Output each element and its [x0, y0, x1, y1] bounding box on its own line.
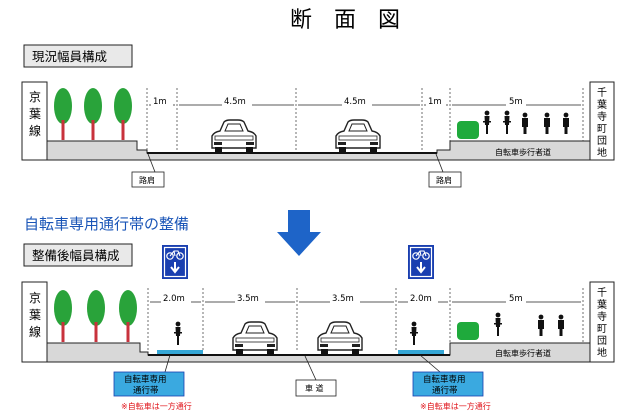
current-label: 現況幅員構成	[32, 49, 107, 64]
danchi-char-3: 寺	[597, 311, 607, 323]
bike-lane-right-callout	[412, 371, 484, 397]
keiyo-line-block	[21, 281, 48, 363]
car-icon	[335, 119, 381, 153]
tree-icon	[54, 290, 72, 342]
danchi-char-2: 葉	[597, 298, 607, 311]
danchi-char-1: 千	[597, 287, 607, 299]
dim-4: 2.0m	[410, 294, 432, 304]
shoulder-right-label: 路肩	[436, 175, 452, 185]
diagram-title: 断 面 図	[290, 8, 400, 33]
tree-icon	[87, 290, 105, 342]
keiyo-char-1: 京	[29, 291, 41, 305]
pedestrian-icon	[563, 112, 569, 134]
bike-lane-left	[157, 350, 203, 354]
pedestrian-icon	[558, 314, 564, 336]
dim-4: 1m	[428, 97, 442, 107]
future-label-box	[23, 243, 133, 267]
tree-icon	[54, 88, 72, 140]
hedge-icon	[457, 322, 479, 340]
danchi-char-2: 葉	[597, 98, 607, 111]
cyclist-icon	[410, 321, 418, 345]
cyclist-icon	[174, 321, 182, 345]
dim-2: 3.5m	[237, 294, 259, 304]
dim-1: 2.0m	[163, 294, 185, 304]
tree-icon	[119, 290, 137, 342]
car-icon	[317, 321, 363, 355]
keiyo-char-2: 葉	[29, 308, 41, 322]
pedestrian-icon	[544, 112, 550, 134]
tree-icon	[84, 88, 102, 140]
current-ground	[46, 140, 591, 161]
dim-2: 4.5m	[224, 97, 246, 107]
danchi-char-4: 町	[597, 324, 607, 335]
danchi-char-6: 地	[597, 346, 607, 359]
sidewalk-label: 自転車歩行者道	[495, 147, 551, 157]
cyclist-icon	[483, 110, 491, 134]
danchi-char-4: 町	[597, 124, 607, 135]
lane-left-line-1: 自転車専用	[124, 374, 167, 385]
bike-lane-sign-icon	[407, 244, 435, 280]
dim-3: 4.5m	[344, 97, 366, 107]
danchi-char-5: 団	[597, 135, 607, 147]
keiyo-char-3: 線	[29, 123, 41, 138]
keiyo-line-block	[21, 81, 48, 161]
keiyo-char-3: 線	[29, 324, 41, 339]
dim-5: 5m	[509, 294, 523, 304]
lane-left-line-2: 通行帯	[133, 385, 159, 396]
chiba-danchi-block	[589, 81, 615, 161]
tree-icon	[114, 88, 132, 140]
future-label: 整備後幅員構成	[32, 248, 120, 263]
shoulder-left-box	[131, 171, 165, 188]
danchi-char-6: 地	[597, 146, 607, 159]
dim-3: 3.5m	[332, 294, 354, 304]
current-label-box	[23, 44, 133, 68]
dim-1: 1m	[153, 97, 167, 107]
sidewalk-label: 自転車歩行者道	[495, 348, 551, 358]
dim-5: 5m	[509, 97, 523, 107]
car-icon	[211, 119, 257, 153]
roadway-label-box	[295, 379, 337, 397]
chiba-danchi-block	[589, 281, 615, 363]
keiyo-char-2: 葉	[29, 107, 41, 121]
pedestrian-icon	[538, 314, 544, 336]
cyclist-icon	[494, 312, 502, 336]
current-section: 現況幅員構成 京 葉 線 千 葉 寺 町 団 地	[21, 44, 615, 188]
roadway-label: 車 道	[305, 383, 324, 393]
car-icon	[232, 321, 278, 355]
bike-lane-sign-icon	[161, 244, 189, 280]
shoulder-right-box	[428, 171, 462, 188]
hedge-icon	[457, 121, 479, 139]
section-heading: 自転車専用通行帯の整備	[24, 215, 189, 233]
future-section: 整備後幅員構成 京 葉 線 千 葉 寺 町 団 地	[21, 243, 615, 411]
cyclist-icon	[503, 110, 511, 134]
danchi-char-1: 千	[597, 87, 607, 99]
bike-lane-right	[398, 350, 444, 354]
one-way-note-left: ※自転車は一方通行	[121, 401, 192, 411]
bike-lane-left-callout	[113, 371, 185, 397]
shoulder-left-label: 路肩	[139, 175, 155, 185]
danchi-char-5: 団	[597, 335, 607, 347]
pedestrian-icon	[522, 112, 528, 134]
danchi-char-3: 寺	[597, 111, 607, 123]
down-arrow-icon	[277, 210, 321, 256]
keiyo-char-1: 京	[29, 90, 41, 104]
lane-right-line-1: 自転車専用	[423, 374, 466, 385]
lane-right-line-2: 通行帯	[432, 385, 458, 396]
one-way-note-right: ※自転車は一方通行	[420, 401, 491, 411]
